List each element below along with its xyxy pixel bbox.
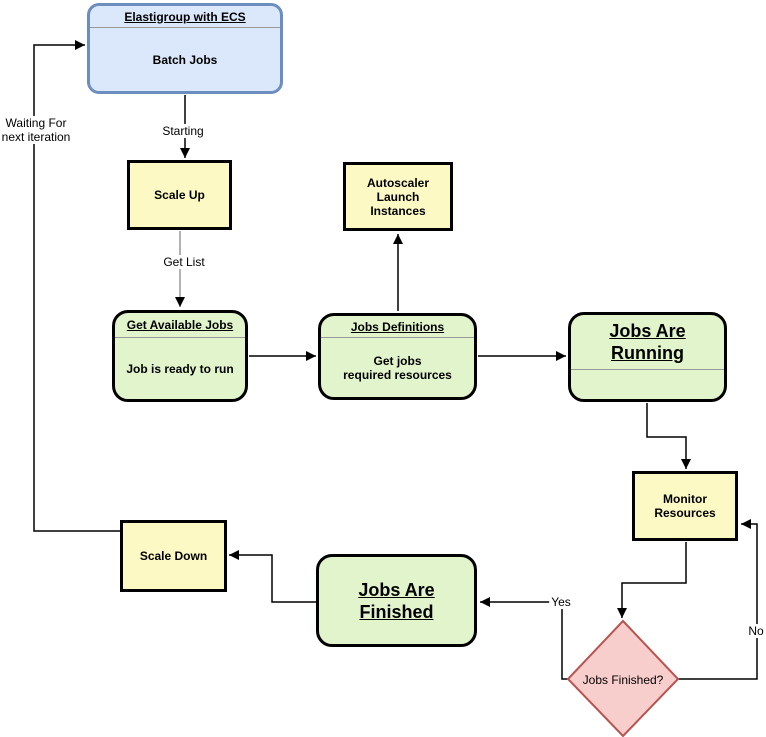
node-label-line: Monitor <box>663 492 707 506</box>
node-body-line: required resources <box>343 367 452 382</box>
node-body-text: Batch Jobs <box>152 52 218 67</box>
node-scale-up: Scale Up <box>127 160 232 230</box>
node-title-line: Jobs Are <box>358 579 435 600</box>
connector-yes <box>480 597 568 680</box>
node-get-available-jobs: Get Available Jobs Job is ready to run <box>112 310 248 402</box>
node-jobs-definitions: Jobs Definitions Get jobs required resou… <box>318 313 477 400</box>
node-title-line: Finished <box>359 601 434 622</box>
node-title-line: Jobs Are <box>609 321 686 341</box>
edge-label-waiting: Waiting For next iteration <box>0 116 76 144</box>
node-jobs-are-finished: Jobs Are Finished <box>316 554 477 647</box>
node-jobs-are-running: Jobs Are Running <box>568 312 727 402</box>
edge-label-yes: Yes <box>549 595 573 609</box>
node-elastigroup-batch-jobs: Elastigroup with ECS Batch Jobs <box>87 3 283 94</box>
edge-label-no: No <box>746 624 766 638</box>
connector-waiting-loop <box>33 40 120 532</box>
connector-running-to-monitor <box>646 403 691 469</box>
decision-jobs-finished-shape <box>566 619 680 737</box>
connector-monitor-to-decision <box>617 542 687 618</box>
node-label: Scale Down <box>139 549 208 563</box>
edge-label-waiting-line: Waiting For <box>5 116 67 130</box>
node-label-line: Resources <box>654 506 716 520</box>
edge-label-get-list: Get List <box>161 255 207 269</box>
connector-finished-to-scale-down <box>229 550 316 603</box>
node-label-line: Instances <box>370 203 426 218</box>
node-scale-down: Scale Down <box>120 520 227 592</box>
node-label-line: Autoscaler <box>366 175 430 190</box>
node-title-line: Running <box>611 343 684 363</box>
node-empty-section <box>571 370 724 399</box>
connector-no <box>678 519 758 680</box>
node-body-text: Job is ready to run <box>126 361 234 376</box>
edge-label-waiting-line: next iteration <box>1 130 71 144</box>
node-label-line: Launch <box>376 189 420 204</box>
edge-label-starting: Starting <box>160 124 206 138</box>
node-title: Elastigroup with ECS <box>90 6 280 28</box>
decision-jobs-finished-label: Jobs Finished? <box>582 673 664 687</box>
node-label: Scale Up <box>154 188 205 202</box>
node-monitor-resources: Monitor Resources <box>632 471 738 541</box>
node-title: Jobs Definitions <box>321 316 474 338</box>
node-body-line: Get jobs <box>373 353 422 368</box>
node-autoscaler-launch-instances: Autoscaler Launch Instances <box>343 162 453 231</box>
node-title: Get Available Jobs <box>115 313 245 338</box>
